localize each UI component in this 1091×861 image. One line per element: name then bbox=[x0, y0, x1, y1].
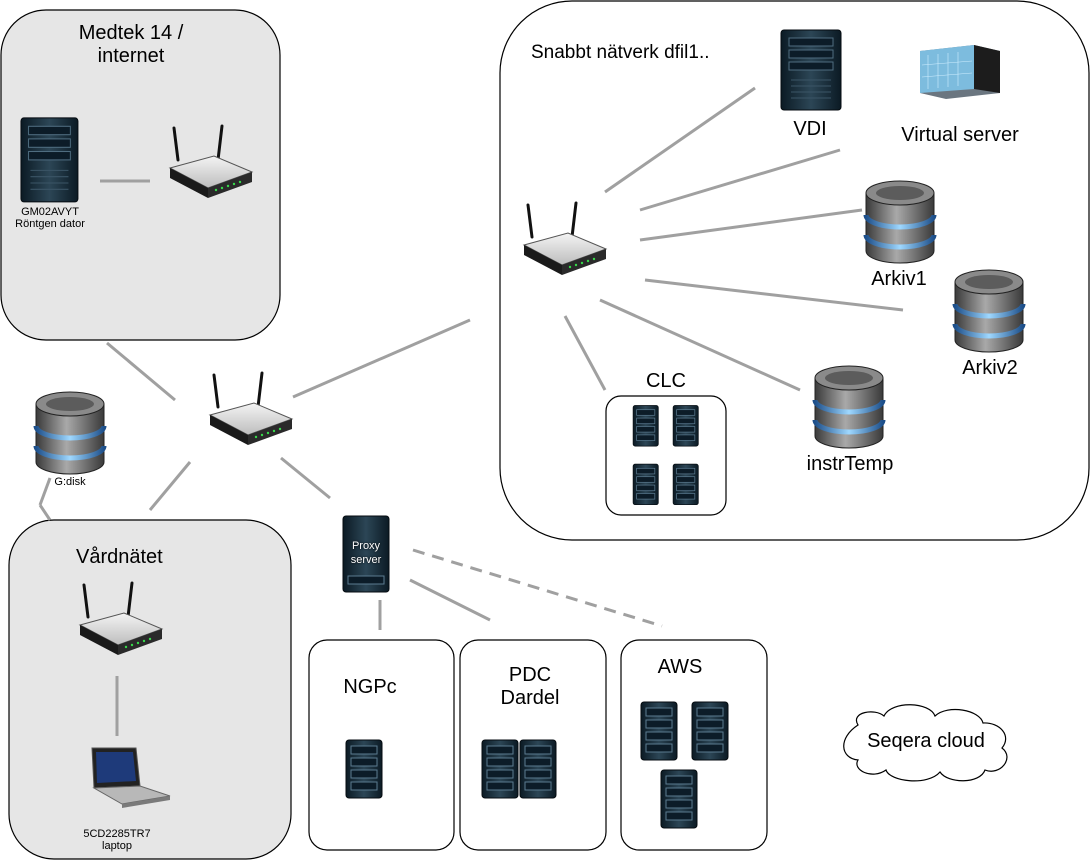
arkiv2-label: Arkiv2 bbox=[962, 357, 1018, 379]
connectors bbox=[38, 86, 904, 736]
gdisk-label: G:disk bbox=[54, 476, 86, 488]
vdi-label: VDI bbox=[793, 118, 827, 140]
seqera-cloud-shape bbox=[843, 704, 1008, 782]
clc-server-icon bbox=[672, 405, 699, 447]
pdc-server-icon bbox=[481, 739, 519, 799]
ngpc-server-icon bbox=[345, 739, 383, 799]
virtual-server-icon bbox=[920, 45, 1000, 99]
instrtemp-db-icon bbox=[815, 366, 883, 448]
connector-arkiv1 bbox=[639, 208, 863, 242]
gm-computer-label: GM02AVYT Röntgen dator bbox=[15, 206, 85, 231]
connector-core-vard bbox=[148, 461, 192, 511]
clc-server-icon bbox=[672, 463, 699, 506]
connector-core-fast bbox=[292, 318, 471, 399]
gm-computer-icon bbox=[20, 117, 79, 203]
clc-server-icon bbox=[632, 463, 659, 506]
clc-box bbox=[605, 395, 727, 516]
pdc-server-icon bbox=[519, 739, 557, 799]
zone-vardnatet bbox=[8, 519, 292, 860]
zone-medtek bbox=[0, 9, 281, 341]
arkiv1-db-icon bbox=[866, 181, 934, 263]
pdc-label: PDC Dardel bbox=[500, 664, 560, 709]
seqera-cloud-label: Seqera cloud bbox=[867, 730, 985, 752]
zone-vardnatet-title: Vårdnätet bbox=[76, 546, 163, 568]
connector-gdisk-a bbox=[38, 477, 52, 506]
connector-proxy-aws bbox=[412, 548, 663, 628]
proxy-server-label: Proxy server bbox=[350, 540, 382, 566]
arkiv2-db-icon bbox=[955, 270, 1023, 352]
gdisk-db-icon bbox=[36, 392, 104, 474]
proxy-server-icon bbox=[342, 515, 390, 593]
connector-clc bbox=[563, 315, 607, 391]
connector-virtual bbox=[639, 148, 841, 212]
connector-instrtemp bbox=[599, 298, 801, 392]
aws-server-icon bbox=[660, 769, 698, 829]
clc-label: CLC bbox=[645, 370, 687, 392]
clc-server-icon bbox=[632, 405, 659, 447]
instrtemp-label: instrTemp bbox=[806, 453, 894, 475]
connector-vdi bbox=[604, 86, 756, 194]
laptop-icon bbox=[91, 747, 171, 808]
connector-proxy-pdc bbox=[409, 578, 491, 622]
ngpc-label: NGPc bbox=[343, 676, 397, 698]
aws-server-icon bbox=[691, 701, 729, 761]
zone-medtek-title: Medtek 14 / internet bbox=[78, 22, 184, 67]
connector-arkiv2 bbox=[644, 278, 904, 312]
connector-medtek-core bbox=[106, 341, 176, 402]
aws-label: AWS bbox=[657, 656, 703, 678]
router-core-icon bbox=[208, 371, 294, 447]
virtual-server-label: Virtual server bbox=[901, 124, 1019, 146]
aws-server-icon bbox=[640, 701, 678, 761]
arkiv1-label: Arkiv1 bbox=[871, 268, 927, 290]
laptop-label: 5CD2285TR7 laptop bbox=[83, 828, 151, 853]
zone-fast-network-title: Snabbt nätverk dfil1.. bbox=[531, 42, 710, 63]
connector-core-proxy bbox=[280, 456, 331, 500]
vdi-server-icon bbox=[780, 29, 842, 111]
connector-gdisk-b bbox=[38, 504, 52, 521]
